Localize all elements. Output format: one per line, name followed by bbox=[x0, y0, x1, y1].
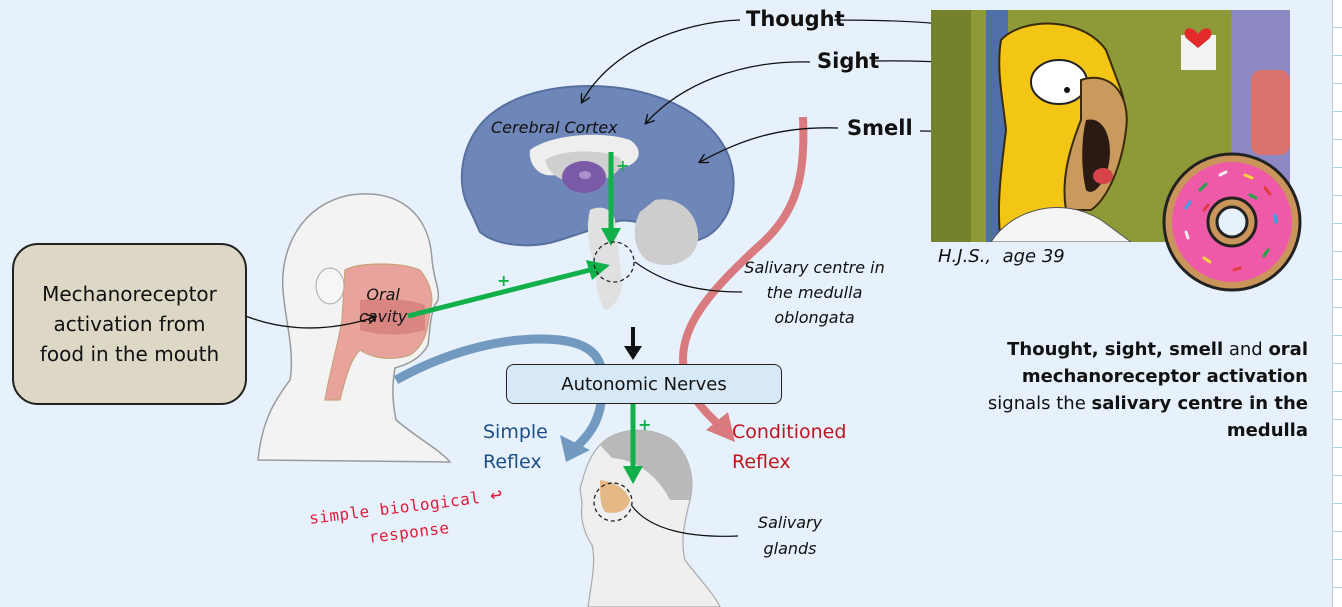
plus-sign-nerves: + bbox=[638, 415, 651, 434]
head-profile-glands bbox=[579, 429, 721, 607]
label-salivary-glands: Salivary glands bbox=[748, 510, 832, 562]
label-smell: Smell bbox=[847, 116, 913, 140]
label-oral-cavity-line1: Oral bbox=[366, 285, 400, 304]
oral-to-medulla-arrowhead bbox=[586, 260, 610, 280]
summary-bold-3: oral mechanoreceptor activation bbox=[1021, 339, 1308, 387]
label-conditioned-reflex: Conditioned Reflex bbox=[732, 417, 846, 477]
label-simple-reflex: Simple Reflex bbox=[483, 417, 548, 477]
conditioned-reflex-line1: Conditioned bbox=[732, 421, 847, 443]
thought-pointer bbox=[582, 19, 741, 102]
head-profile-oral bbox=[257, 193, 452, 463]
label-cerebral-cortex: Cerebral Cortex bbox=[491, 118, 618, 137]
photo-caption: H.J.S., age 39 bbox=[938, 246, 1065, 267]
plus-sign-cortex: + bbox=[616, 156, 629, 175]
mechanoreceptor-line3: food in the mouth bbox=[39, 342, 220, 366]
conditioned-reflex-arrowhead bbox=[706, 412, 735, 442]
smell-pointer bbox=[700, 127, 839, 162]
medulla-highlight-circle bbox=[593, 241, 635, 283]
glands-highlight-circle bbox=[593, 482, 633, 522]
oral-to-medulla-arrow bbox=[407, 267, 591, 319]
medulla-to-nerves-arrowhead bbox=[624, 346, 642, 360]
nerves-to-glands-arrowhead bbox=[623, 466, 643, 484]
summary-bold-5: salivary centre in the medulla bbox=[1091, 393, 1308, 441]
conditioned-reflex-line2: Reflex bbox=[732, 451, 791, 473]
notebook-page-edge bbox=[1332, 0, 1342, 607]
label-oral-cavity: Oral cavity bbox=[359, 284, 407, 328]
donut-illustration bbox=[1162, 152, 1302, 292]
mechanoreceptor-line2: activation from bbox=[53, 312, 206, 336]
label-salivary-centre-line2: the medulla bbox=[766, 283, 863, 302]
label-salivary-glands-line2: glands bbox=[763, 539, 817, 558]
autonomic-nerves-label: Autonomic Nerves bbox=[561, 373, 727, 395]
mechanoreceptor-box: Mechanoreceptor activation from food in … bbox=[12, 243, 247, 405]
simple-reflex-line2: Reflex bbox=[483, 451, 542, 473]
mechanoreceptor-line1: Mechanoreceptor bbox=[42, 282, 217, 306]
summary-bold-1: Thought, sight, smell bbox=[1007, 339, 1224, 360]
label-salivary-centre-line3: oblongata bbox=[774, 308, 855, 327]
label-oral-cavity-line2: cavity bbox=[359, 307, 408, 326]
label-salivary-centre: Salivary centre in the medulla oblongata bbox=[732, 255, 897, 330]
label-salivary-glands-line1: Salivary bbox=[757, 513, 823, 532]
simple-reflex-arrowhead bbox=[560, 435, 590, 462]
salivary-glands-pointer bbox=[631, 505, 739, 537]
summary-text: Thought, sight, smell and oral mechanore… bbox=[928, 336, 1308, 444]
simple-reflex-arrow bbox=[393, 334, 608, 452]
simple-reflex-line1: Simple bbox=[483, 421, 548, 443]
label-sight: Sight bbox=[817, 49, 880, 73]
sight-pointer bbox=[646, 61, 811, 123]
plus-sign-oral: + bbox=[497, 271, 510, 290]
salivary-centre-pointer bbox=[634, 261, 743, 293]
label-thought: Thought bbox=[746, 7, 845, 31]
cortex-to-medulla-arrowhead bbox=[601, 228, 621, 246]
label-salivary-centre-line1: Salivary centre in bbox=[744, 258, 885, 277]
autonomic-nerves-box: Autonomic Nerves bbox=[506, 364, 782, 404]
summary-text-4: signals the bbox=[982, 393, 1092, 414]
summary-text-2: and bbox=[1223, 339, 1269, 360]
